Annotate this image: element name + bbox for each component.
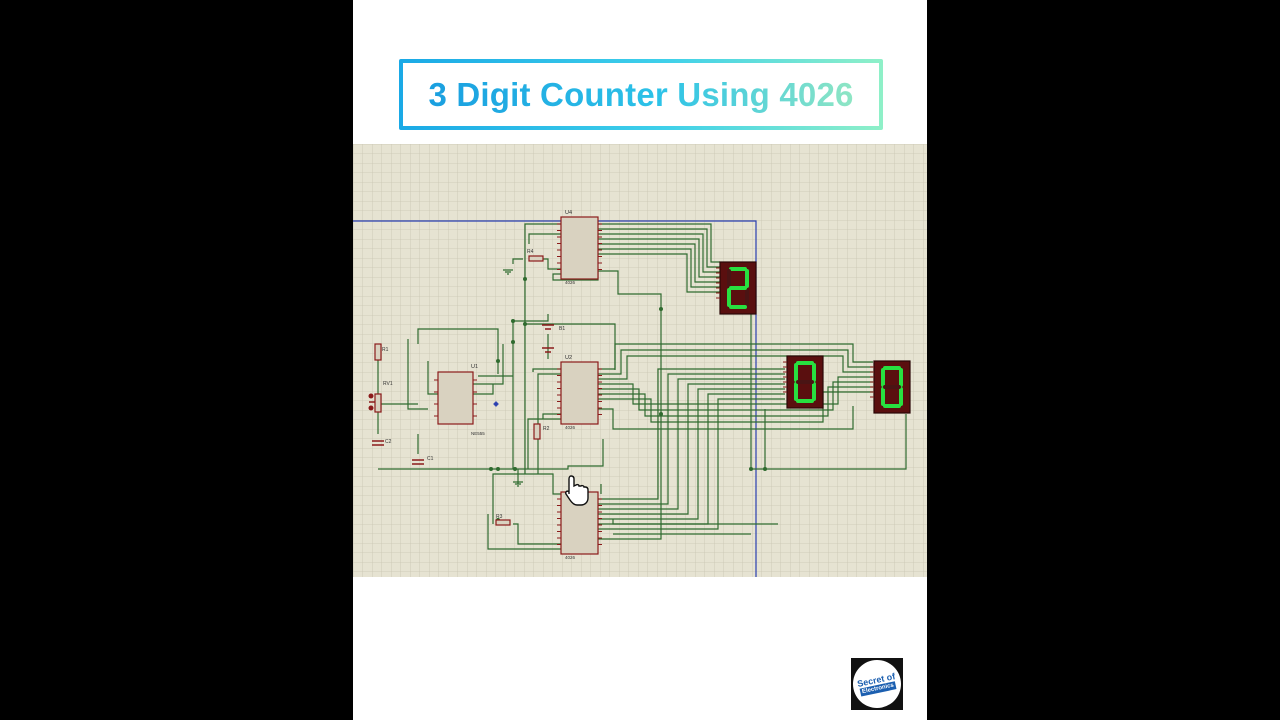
title-banner: 3 Digit Counter Using 4026 [399, 59, 883, 130]
label-rv1: RV1 [383, 381, 393, 387]
label-u2-part: 4026 [565, 425, 576, 430]
seven-segment-display-3 [870, 360, 911, 414]
capacitor-c1[interactable]: C1 [412, 456, 434, 465]
potentiometer-rv1[interactable]: RV1 [368, 381, 393, 413]
channel-logo: Secret of Electronics [848, 655, 906, 713]
title-text: 3 Digit Counter Using 4026 [428, 75, 854, 113]
logo-badge: Secret of Electronics [848, 655, 906, 713]
label-u2: U2 [565, 355, 572, 361]
resistor-r4[interactable]: R4 [527, 249, 544, 262]
video-frame: 3 Digit Counter Using 4026 [353, 0, 927, 720]
hand-cursor-icon [565, 475, 589, 506]
label-c1: C1 [427, 456, 434, 462]
ic-u1-555[interactable]: U1 NE555 [437, 364, 485, 436]
label-u1: U1 [471, 364, 478, 370]
label-u4: U4 [565, 210, 572, 216]
battery-b1[interactable]: B1 [542, 324, 565, 353]
label-ne555: NE555 [471, 431, 485, 436]
ic-pins [434, 223, 602, 545]
seven-segment-display-2 [783, 355, 824, 409]
label-b1: B1 [559, 326, 565, 332]
seven-segment-display-1 [716, 261, 757, 315]
ic-u4[interactable]: U4 4026 [560, 210, 599, 285]
label-r3: R3 [496, 514, 503, 520]
label-r2: R2 [543, 426, 550, 432]
schematic-grid [353, 144, 927, 577]
label-r4: R4 [527, 249, 534, 255]
resistor-r3[interactable]: R3 [495, 514, 511, 526]
resistor-r2[interactable]: R2 [533, 423, 550, 440]
label-u4-part: 4026 [565, 280, 576, 285]
probe-marker [493, 401, 499, 407]
capacitor-c2[interactable]: C2 [372, 439, 392, 446]
ic-u2[interactable]: U2 4026 [560, 355, 599, 430]
label-c2: C2 [385, 439, 392, 445]
label-r1: R1 [382, 347, 389, 353]
resistor-r1[interactable]: R1 [374, 343, 389, 361]
label-u3-part: 4026 [565, 555, 576, 560]
wires [377, 223, 907, 550]
schematic-canvas[interactable]: U4 4026 U2 4026 4026 U1 NE555 R1 [353, 144, 927, 577]
sheet-border [353, 220, 757, 577]
